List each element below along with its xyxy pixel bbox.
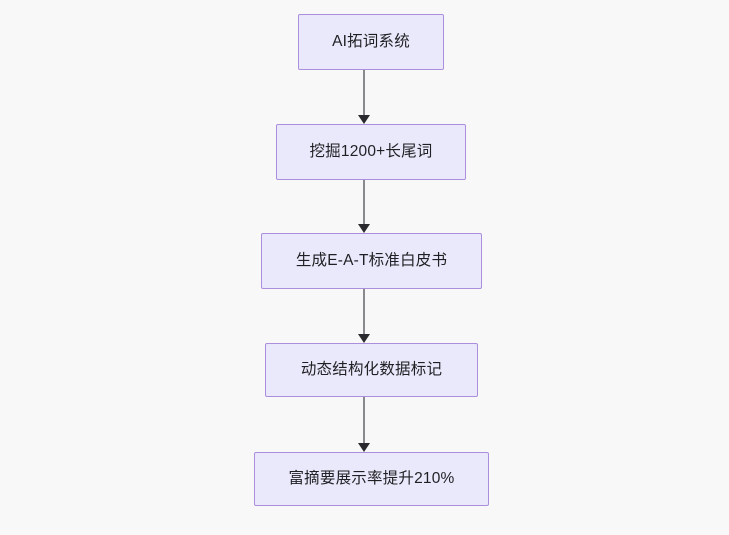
flow-node-4-label: 动态结构化数据标记 xyxy=(300,361,443,379)
connector-line xyxy=(363,180,365,226)
arrowhead-icon xyxy=(358,115,370,124)
arrowhead-icon xyxy=(358,334,370,343)
flow-node-1-label: AI拓词系统 xyxy=(332,33,410,51)
flow-node-5-label: 富摘要展示率提升210% xyxy=(288,470,455,488)
flow-node-5[interactable]: 富摘要展示率提升210% xyxy=(254,452,489,506)
flow-node-1[interactable]: AI拓词系统 xyxy=(298,14,444,70)
arrow-connector-4-5 xyxy=(357,397,371,452)
connector-line xyxy=(363,70,365,117)
connector-line xyxy=(363,289,365,336)
arrow-connector-1-2 xyxy=(357,70,371,124)
flow-node-4[interactable]: 动态结构化数据标记 xyxy=(265,343,478,397)
arrowhead-icon xyxy=(358,443,370,452)
flow-node-3-label: 生成E-A-T标准白皮书 xyxy=(295,252,448,270)
arrow-connector-3-4 xyxy=(357,289,371,343)
flow-node-2-label: 挖掘1200+长尾词 xyxy=(309,143,433,161)
connector-line xyxy=(363,397,365,445)
arrow-connector-2-3 xyxy=(357,180,371,233)
arrowhead-icon xyxy=(358,224,370,233)
flow-node-2[interactable]: 挖掘1200+长尾词 xyxy=(276,124,466,180)
flow-node-3[interactable]: 生成E-A-T标准白皮书 xyxy=(261,233,482,289)
